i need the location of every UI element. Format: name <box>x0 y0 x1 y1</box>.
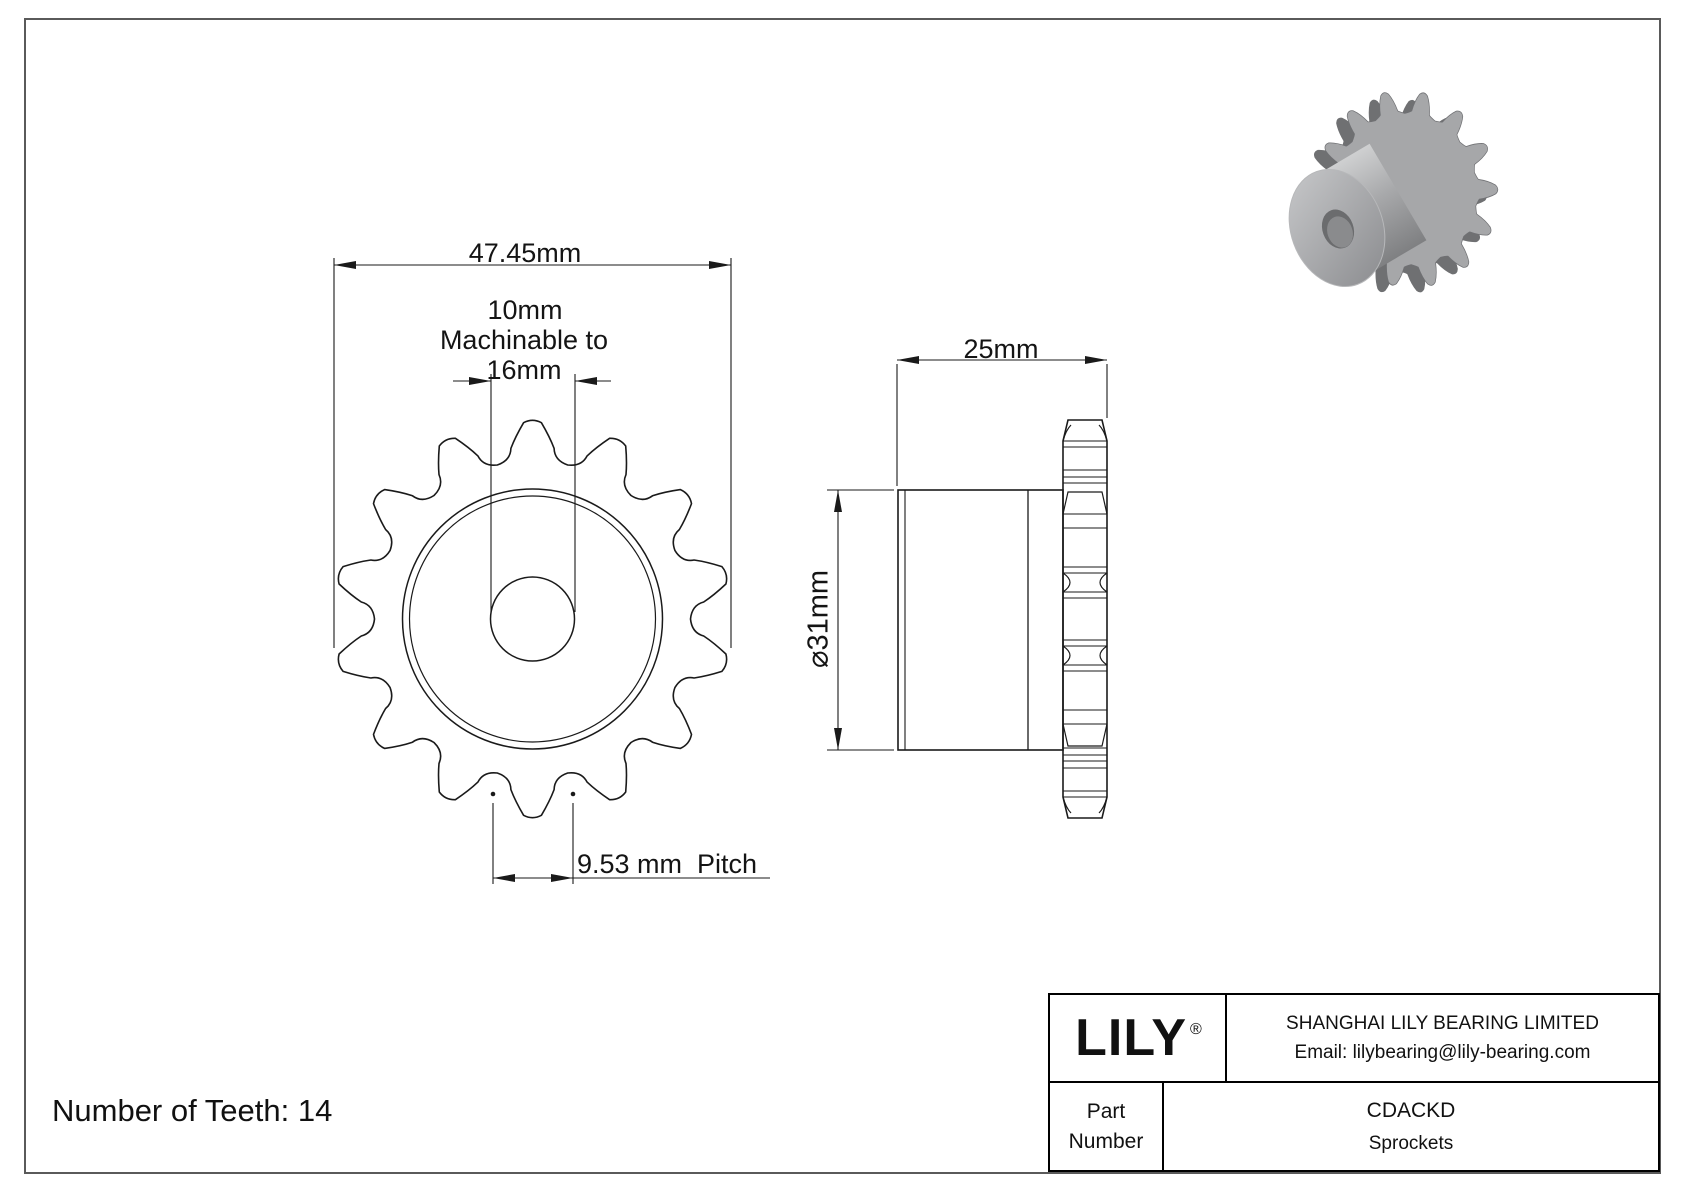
title-block-row-company: LILY® SHANGHAI LILY BEARING LIMITED Emai… <box>1050 995 1658 1083</box>
side-dimensions <box>827 359 1108 751</box>
pitch-point-dot <box>570 791 576 797</box>
registered-trademark-icon: ® <box>1190 1021 1203 1038</box>
product-category: Sprockets <box>1368 1132 1454 1154</box>
part-label-line2: Number <box>1068 1129 1144 1153</box>
arrow-icon <box>575 377 597 385</box>
side-view <box>897 419 1108 819</box>
part-label-cell: Part Number <box>1050 1083 1164 1170</box>
render-bore-inner-wall <box>1327 216 1353 248</box>
hub-circle-inner <box>408 495 657 743</box>
drawing-border <box>24 18 1661 1174</box>
title-block: LILY® SHANGHAI LILY BEARING LIMITED Emai… <box>1048 993 1660 1172</box>
bore-label-line3: 16mm <box>486 355 562 385</box>
arrow-icon <box>834 490 842 512</box>
lily-logo: LILY® <box>1075 1009 1203 1067</box>
pitch-label: 9.53 mm Pitch <box>577 849 758 879</box>
arrow-icon <box>334 261 356 269</box>
title-block-row-part: Part Number CDACKD Sprockets <box>1050 1083 1658 1170</box>
company-cell: SHANGHAI LILY BEARING LIMITED Email: lil… <box>1227 995 1658 1081</box>
front-sprocket-outline <box>337 419 728 819</box>
part-value-cell: CDACKD Sprockets <box>1164 1083 1658 1170</box>
part-number: CDACKD <box>1366 1098 1456 1122</box>
side-dimension-arrows <box>834 356 1107 750</box>
pitch-point-dot <box>490 791 496 797</box>
outer-diameter-label: 47.45mm <box>468 238 582 268</box>
arrow-icon <box>469 377 491 385</box>
side-teeth-profiles <box>1062 424 1108 814</box>
bore-circle <box>489 576 576 662</box>
side-width-label: 25mm <box>963 334 1039 364</box>
arrow-icon <box>709 261 731 269</box>
side-hub-body <box>897 489 1064 751</box>
hub-circle-outer <box>401 488 664 750</box>
bore-label-line1: 10mm <box>487 295 563 325</box>
arrow-icon <box>834 728 842 750</box>
logo-cell: LILY® <box>1050 995 1227 1081</box>
side-teeth-bands <box>1063 440 1107 798</box>
front-view <box>337 419 728 819</box>
lily-logo-text: LILY <box>1075 1009 1188 1067</box>
arrow-icon <box>1085 356 1107 364</box>
company-email: Email: lilybearing@lily-bearing.com <box>1294 1041 1591 1063</box>
bore-label-line2: Machinable to <box>439 325 609 355</box>
side-teeth-silhouette <box>1062 419 1108 819</box>
hub-diameter-label: ⌀31mm <box>802 569 835 669</box>
part-label-line1: Part <box>1086 1100 1126 1124</box>
front-dimensions <box>333 258 770 884</box>
sprocket-3d-render <box>1288 92 1499 293</box>
arrow-icon <box>897 356 919 364</box>
arrow-icon <box>551 874 573 882</box>
front-dimension-arrows <box>334 261 731 882</box>
company-name: SHANGHAI LILY BEARING LIMITED <box>1286 1012 1599 1034</box>
arrow-icon <box>493 874 515 882</box>
teeth-count-note: Number of Teeth: 14 <box>52 1093 333 1128</box>
